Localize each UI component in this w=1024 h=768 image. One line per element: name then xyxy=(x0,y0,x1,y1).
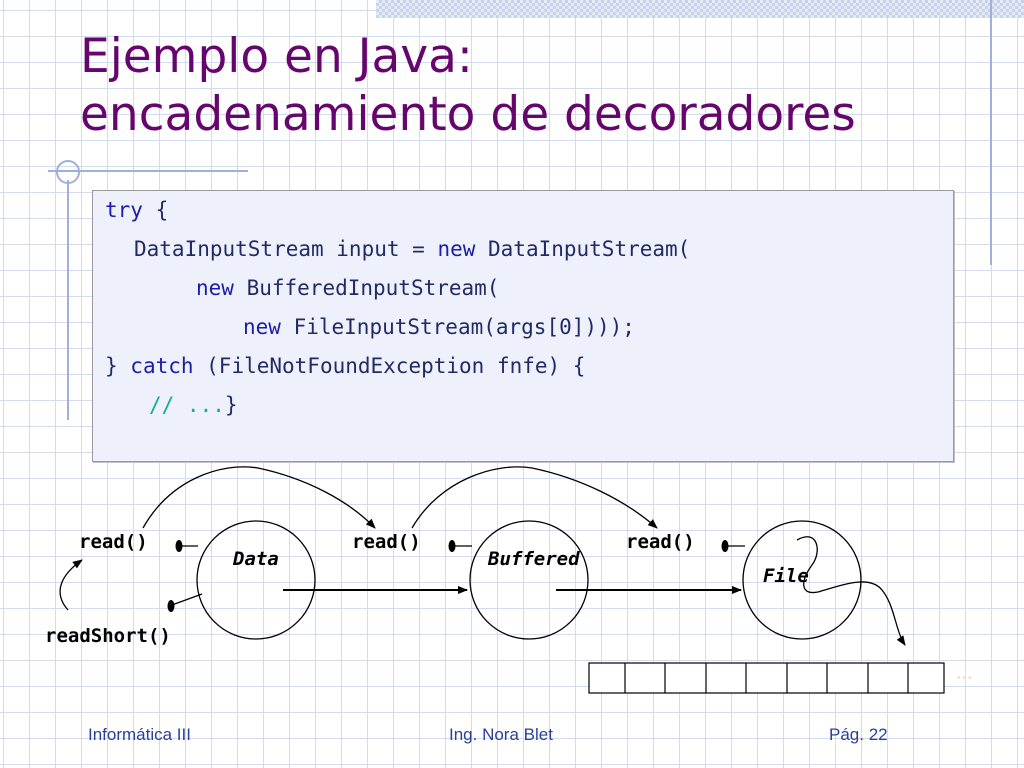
footer-author: Ing. Nora Blet xyxy=(449,725,553,744)
keyword-try: try xyxy=(105,198,143,222)
code-line-6: // ...} xyxy=(149,392,238,418)
slide-title: Ejemplo en Java: encadenamiento de decor… xyxy=(80,28,980,144)
read-port-data xyxy=(175,540,198,552)
read-label-file: read() xyxy=(626,531,695,553)
curved-arrow-file-to-buffer xyxy=(796,536,906,646)
code-line-2: DataInputStream input = new DataInputStr… xyxy=(134,236,690,262)
keyword-new: new xyxy=(196,276,234,300)
read-port-buffered xyxy=(448,540,472,552)
read-short-port-data xyxy=(167,593,203,612)
code-line-1: try { xyxy=(105,197,168,223)
read-label-buffered: read() xyxy=(352,531,421,553)
title-line-1: Ejemplo en Java: xyxy=(80,29,473,84)
buffered-node-label: Buffered xyxy=(487,548,580,570)
code-text: { xyxy=(142,198,169,222)
code-text: } xyxy=(224,393,238,417)
code-comment: // ... xyxy=(149,393,225,417)
curved-arrow-read-buffered-to-file xyxy=(411,466,658,529)
curved-arrow-readshort-to-read xyxy=(59,559,83,611)
code-text: } xyxy=(105,354,131,378)
read-short-label: readShort() xyxy=(45,625,171,647)
code-line-3: new BufferedInputStream( xyxy=(196,275,499,301)
read-port-file xyxy=(721,540,745,552)
curved-arrow-read-data-to-buffered xyxy=(142,466,376,529)
code-text: DataInputStream( xyxy=(475,237,691,261)
decorative-vertical-line xyxy=(990,0,992,265)
read-label-data: read() xyxy=(79,531,148,553)
code-block: try { DataInputStream input = new DataIn… xyxy=(92,190,954,462)
decorative-circle xyxy=(56,160,80,184)
title-line-2: encadenamiento de decoradores xyxy=(80,87,856,142)
decorative-band xyxy=(376,0,1024,18)
code-text: DataInputStream input = xyxy=(134,237,438,261)
keyword-new: new xyxy=(437,237,476,261)
file-node-circle xyxy=(742,520,862,640)
code-text: (FileNotFoundException fnfe) { xyxy=(193,354,586,378)
byte-buffer-array xyxy=(588,662,945,694)
decorator-chain-diagram: Data Buffered File read() read() read() … xyxy=(45,466,945,694)
footer-course: Informática III xyxy=(88,725,191,744)
data-node-circle xyxy=(196,520,316,640)
footer-page-number: Pág. 22 xyxy=(829,725,888,744)
buffer-ellipsis: ... xyxy=(956,662,973,684)
buffered-node-circle xyxy=(469,520,589,640)
code-line-5: } catch (FileNotFoundException fnfe) { xyxy=(105,353,585,379)
code-line-4: new FileInputStream(args[0]))); xyxy=(243,314,635,340)
decorative-horizontal-line xyxy=(48,170,248,172)
code-text: FileInputStream(args[0]))); xyxy=(280,315,635,339)
keyword-new: new xyxy=(243,315,281,339)
keyword-catch: catch xyxy=(130,354,194,378)
decorative-left-line xyxy=(67,180,69,420)
file-node-label: File xyxy=(763,565,809,587)
data-node-label: Data xyxy=(232,548,279,570)
code-text: BufferedInputStream( xyxy=(233,276,500,300)
